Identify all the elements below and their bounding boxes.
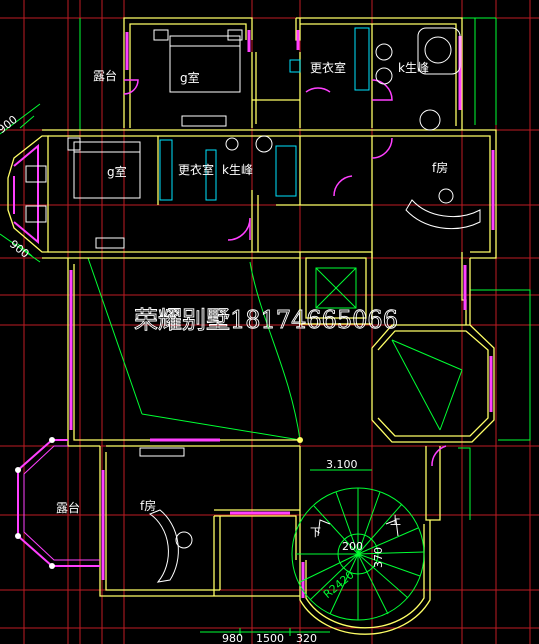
- toilet: [375, 67, 393, 85]
- room-label-bath-top: k生峰: [398, 61, 429, 75]
- stair-width-label: 200: [342, 540, 363, 553]
- toilet: [255, 135, 273, 153]
- doors: [123, 79, 447, 467]
- sink: [225, 137, 239, 151]
- room-label-study-bottom: f房: [140, 498, 156, 513]
- walls: [42, 17, 497, 635]
- dimension-lines: [0, 103, 372, 636]
- wardrobe: [354, 27, 370, 91]
- sofa: [25, 205, 47, 223]
- elevator: [315, 267, 357, 309]
- room-label-closet-top: 更衣室: [310, 60, 346, 75]
- chair: [175, 531, 193, 549]
- fixtures: [159, 27, 370, 201]
- bay-diagonals: [391, 339, 463, 431]
- tv-cabinet: [181, 115, 227, 127]
- tv-cabinet: [95, 237, 125, 249]
- stair-up-label: 上: [390, 514, 401, 527]
- spiral-stair: [291, 487, 425, 621]
- windows: [69, 30, 495, 598]
- column-marker: [15, 533, 21, 539]
- room-label-terrace-top: 露台: [93, 68, 117, 83]
- watermark: 荣耀别墅18174665066: [134, 306, 398, 334]
- closet-shelf: [205, 149, 217, 201]
- dim-bottom-c: 320: [296, 632, 317, 644]
- furniture: [25, 27, 481, 583]
- room-label-bedroom-top: g室: [180, 70, 200, 85]
- dim-bottom-a: 980: [222, 632, 243, 644]
- left-bay-window: [7, 135, 49, 253]
- sink: [419, 109, 441, 131]
- chair: [438, 188, 454, 204]
- stair-down-label: 下: [310, 526, 321, 539]
- closet-shelf: [289, 59, 301, 73]
- dim-bottom-b: 1500: [256, 632, 284, 644]
- toilet: [375, 43, 393, 61]
- room-label-closet-mid: 更衣室: [178, 162, 214, 177]
- left-terrace: [15, 437, 100, 569]
- column-marker: [49, 437, 55, 443]
- jacuzzi: [417, 27, 461, 75]
- wardrobe: [159, 139, 173, 201]
- bathtub: [275, 145, 297, 197]
- room-label-study-right: f房: [432, 160, 448, 175]
- desk: [148, 509, 179, 583]
- column-marker: [49, 563, 55, 569]
- column-marker: [15, 467, 21, 473]
- desk: [405, 199, 481, 230]
- sofa: [25, 165, 47, 183]
- room-label-bedroom-mid: g室: [107, 164, 127, 179]
- slab-outline: [79, 17, 531, 520]
- room-label-terrace-left: 露台: [56, 500, 80, 515]
- level-mark: 3.100: [326, 458, 358, 471]
- stair-depth-label: 370: [372, 547, 385, 568]
- corner-marker: [297, 437, 303, 443]
- left-dim-ticks: [17, 115, 35, 257]
- room-label-bath-mid: k生峰: [222, 163, 253, 177]
